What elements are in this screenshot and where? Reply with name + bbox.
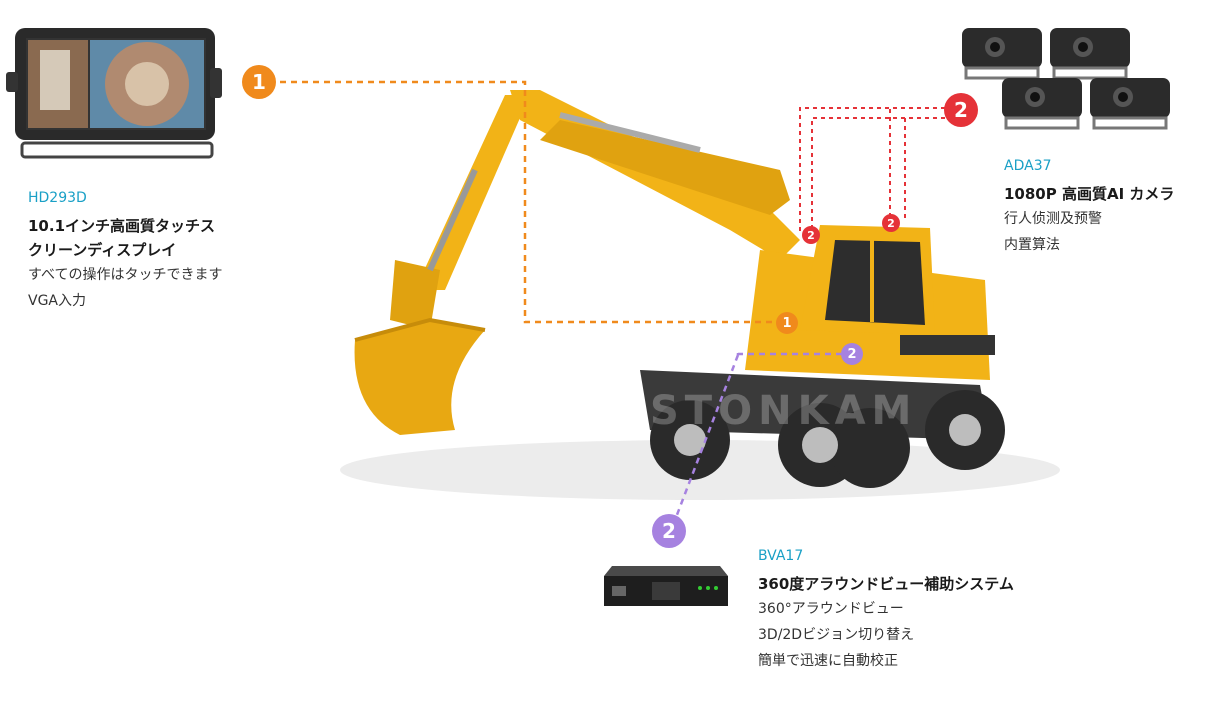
surround-model: BVA17 xyxy=(758,548,804,564)
camera-marker-a: 2 xyxy=(802,226,820,244)
display-badge: 1 xyxy=(242,65,276,99)
surround-box-image xyxy=(604,566,728,606)
surround-marker: 2 xyxy=(841,343,863,365)
watermark: STONKAM xyxy=(650,388,918,434)
camera-badge: 2 xyxy=(944,93,978,127)
surround-info: BVA17 360度アラウンドビュー補助システム 360°アラウンドビュー 3D… xyxy=(758,548,1088,674)
camera-marker-b: 2 xyxy=(882,214,900,232)
surround-desc3: 簡単で迅速に自動校正 xyxy=(758,653,898,669)
camera-desc1: 行人侦测及预警 xyxy=(1004,211,1102,227)
cab-display-marker: 1 xyxy=(776,312,798,334)
camera-connectors xyxy=(799,107,945,232)
display-model: HD293D xyxy=(28,190,87,206)
surround-badge: 2 xyxy=(652,514,686,548)
surround-desc1: 360°アラウンドビュー xyxy=(758,601,904,617)
display-connector xyxy=(280,80,775,324)
camera-desc2: 内置算法 xyxy=(1004,237,1060,253)
display-desc1: すべての操作はタッチできます xyxy=(28,267,223,283)
surround-title: 360度アラウンドビュー補助システム xyxy=(758,575,1014,593)
camera-images xyxy=(962,28,1170,130)
surround-desc2: 3D/2Dビジョン切り替え xyxy=(758,627,915,643)
display-info: HD293D 10.1インチ高画質タッチス クリーンディスプレイ すべての操作は… xyxy=(28,190,328,314)
display-title-line2: クリーンディスプレイ xyxy=(28,241,177,259)
camera-model: ADA37 xyxy=(1004,158,1052,174)
display-title-line1: 10.1インチ高画質タッチス xyxy=(28,217,216,235)
camera-info: ADA37 1080P 高画質AI カメラ 行人侦测及预警 内置算法 xyxy=(1004,158,1204,258)
camera-title: 1080P 高画質AI カメラ xyxy=(1004,185,1175,203)
monitor-image xyxy=(6,28,222,159)
display-desc2: VGA入力 xyxy=(28,293,87,309)
excavator-image xyxy=(354,90,1005,488)
surround-connector xyxy=(673,352,842,521)
